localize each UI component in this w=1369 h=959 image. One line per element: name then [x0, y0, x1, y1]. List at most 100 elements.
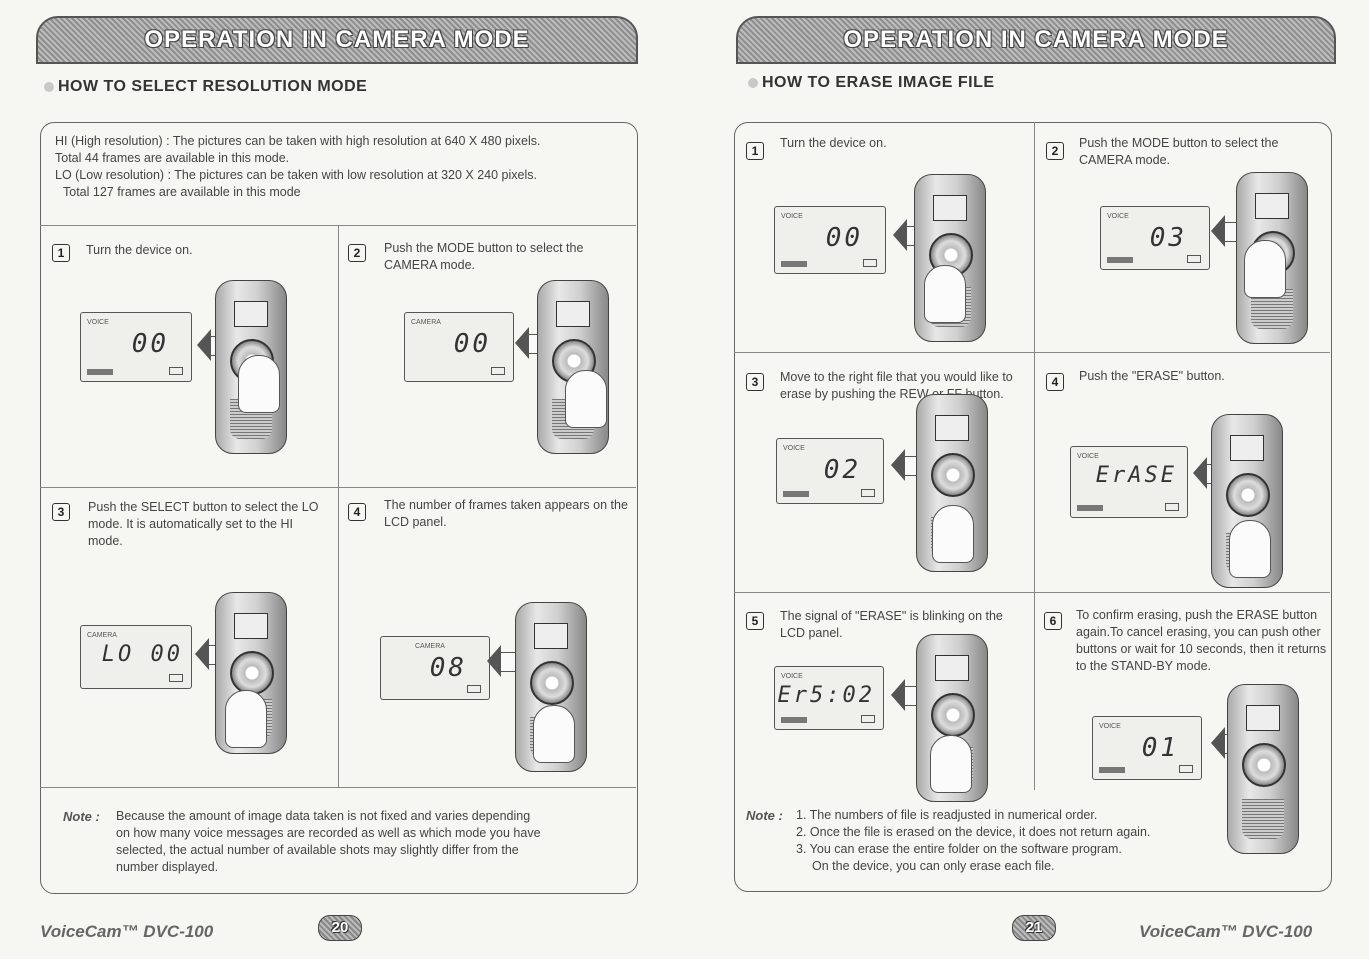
battery-icon [169, 674, 183, 682]
device-screen [234, 301, 268, 327]
lcd-mode-tag: VOICE [1107, 213, 1129, 220]
right-page: OPERATION IN CAMERA MODE HOW TO ERASE IM… [684, 0, 1369, 959]
lcd-display: VOICE 01 [1092, 716, 1202, 780]
lcd-display: VOICE Er5:02 [774, 666, 884, 730]
control-wheel-icon [1226, 473, 1270, 517]
step-text-6: To confirm erasing, push the ERASE butto… [1076, 607, 1331, 675]
left-section-title: HOW TO SELECT RESOLUTION MODE [44, 78, 367, 96]
note-line: number displayed. [116, 859, 631, 876]
step-text-4: The number of frames taken appears on th… [384, 497, 634, 531]
page-number: 21 [1026, 919, 1043, 936]
lcd-bar [87, 369, 113, 375]
lcd-digits: 00 [132, 329, 169, 359]
battery-icon [467, 685, 481, 693]
note-line: selected, the actual number of available… [116, 842, 631, 859]
right-banner: OPERATION IN CAMERA MODE [736, 16, 1336, 64]
intro-line: HI (High resolution) : The pictures can … [55, 133, 640, 150]
lcd-bar [1077, 505, 1103, 511]
control-wheel-icon [530, 661, 574, 705]
lcd-display: CAMERA 00 [404, 312, 514, 382]
lcd-bar [1099, 767, 1125, 773]
battery-icon [169, 367, 183, 375]
control-wheel-icon [230, 651, 274, 695]
left-banner-title: OPERATION IN CAMERA MODE [38, 18, 636, 62]
battery-icon [863, 259, 877, 267]
lcd-mode-tag: VOICE [1077, 453, 1099, 460]
control-wheel-icon [1242, 743, 1286, 787]
note-text: Because the amount of image data taken i… [116, 808, 631, 876]
step-number-1: 1 [52, 244, 70, 262]
intro-line: Total 127 frames are available in this m… [55, 184, 640, 201]
lcd-display: VOICE ErASE [1070, 446, 1188, 518]
step-text-3: Push the SELECT button to select the LO … [88, 499, 323, 550]
right-banner-title: OPERATION IN CAMERA MODE [738, 18, 1334, 62]
lcd-display: VOICE 02 [776, 438, 884, 504]
step-text-4: Push the "ERASE" button. [1079, 368, 1309, 385]
step-text-1: Turn the device on. [780, 135, 980, 152]
note-line: on how many voice messages are recorded … [116, 825, 631, 842]
device-screen [1255, 193, 1289, 219]
note-line: 2. Once the file is erased on the device… [796, 824, 1236, 841]
lcd-digits: 01 [1142, 733, 1179, 763]
battery-icon [1165, 503, 1179, 511]
hand-pointer-icon [1244, 240, 1286, 298]
lcd-mode-tag: VOICE [87, 319, 109, 326]
lcd-mode-tag: CAMERA [411, 319, 441, 326]
intro-line: LO (Low resolution) : The pictures can b… [55, 167, 640, 184]
lcd-digits: Er5:02 [778, 683, 875, 708]
step-number-2: 2 [1046, 142, 1064, 160]
page-number: 20 [332, 919, 349, 936]
step-text-2: Push the MODE button to select the CAMER… [1079, 135, 1309, 169]
lcd-display: CAMERA LO 00 [80, 625, 192, 689]
step-number-2: 2 [348, 244, 366, 262]
lcd-bar [783, 491, 809, 497]
step-number-3: 3 [52, 503, 70, 521]
lcd-digits: 02 [824, 455, 861, 485]
hand-pointer-icon [1229, 520, 1271, 578]
note-label: Note : [63, 809, 100, 824]
lcd-digits: 00 [454, 329, 491, 359]
lcd-display: VOICE 00 [774, 206, 886, 274]
step-text-5: The signal of "ERASE" is blinking on the… [780, 608, 1025, 642]
right-divider-vertical [1034, 122, 1035, 790]
hand-pointer-icon [565, 370, 607, 428]
left-banner: OPERATION IN CAMERA MODE [36, 16, 638, 64]
control-wheel-icon [931, 453, 975, 497]
note-label: Note : [746, 808, 783, 823]
device-screen [933, 195, 967, 221]
battery-icon [861, 489, 875, 497]
lcd-display: CAMERA 08 [380, 636, 490, 700]
left-page: OPERATION IN CAMERA MODE HOW TO SELECT R… [0, 0, 684, 959]
right-divider-row1 [734, 352, 1330, 353]
brand-name: VoiceCam™ DVC-100 [1139, 922, 1312, 942]
battery-icon [1179, 765, 1193, 773]
battery-icon [1187, 255, 1201, 263]
left-divider-vertical [338, 225, 339, 787]
right-section-title: HOW TO ERASE IMAGE FILE [748, 74, 995, 92]
step-number-4: 4 [1046, 373, 1064, 391]
note-line: 3. You can erase the entire folder on th… [796, 841, 1236, 858]
lcd-mode-tag: VOICE [781, 673, 803, 680]
note-line: On the device, you can only erase each f… [796, 858, 1236, 875]
note-text: 1. The numbers of file is readjusted in … [796, 807, 1236, 875]
device-screen [556, 301, 590, 327]
step-text-3: Move to the right file that you would li… [780, 369, 1025, 403]
intro-line: Total 44 frames are available in this mo… [55, 150, 640, 167]
page-number-badge: 20 [318, 915, 362, 941]
lcd-digits: 00 [826, 223, 863, 253]
hand-pointer-icon [930, 735, 972, 793]
lcd-mode-tag: VOICE [781, 213, 803, 220]
voicecam-device [1227, 684, 1299, 854]
lcd-display: VOICE 03 [1100, 206, 1210, 270]
hand-pointer-icon [924, 265, 966, 323]
hand-pointer-icon [238, 355, 280, 413]
note-line: 1. The numbers of file is readjusted in … [796, 807, 1236, 824]
device-screen [534, 623, 568, 649]
step-number-5: 5 [746, 612, 764, 630]
lcd-digits: ErASE [1096, 463, 1177, 488]
lcd-digits: LO 00 [102, 642, 183, 667]
left-divider-bottom [40, 787, 636, 788]
lcd-digits: 08 [430, 653, 467, 683]
step-number-6: 6 [1044, 612, 1062, 630]
right-divider-row2 [734, 592, 1330, 593]
